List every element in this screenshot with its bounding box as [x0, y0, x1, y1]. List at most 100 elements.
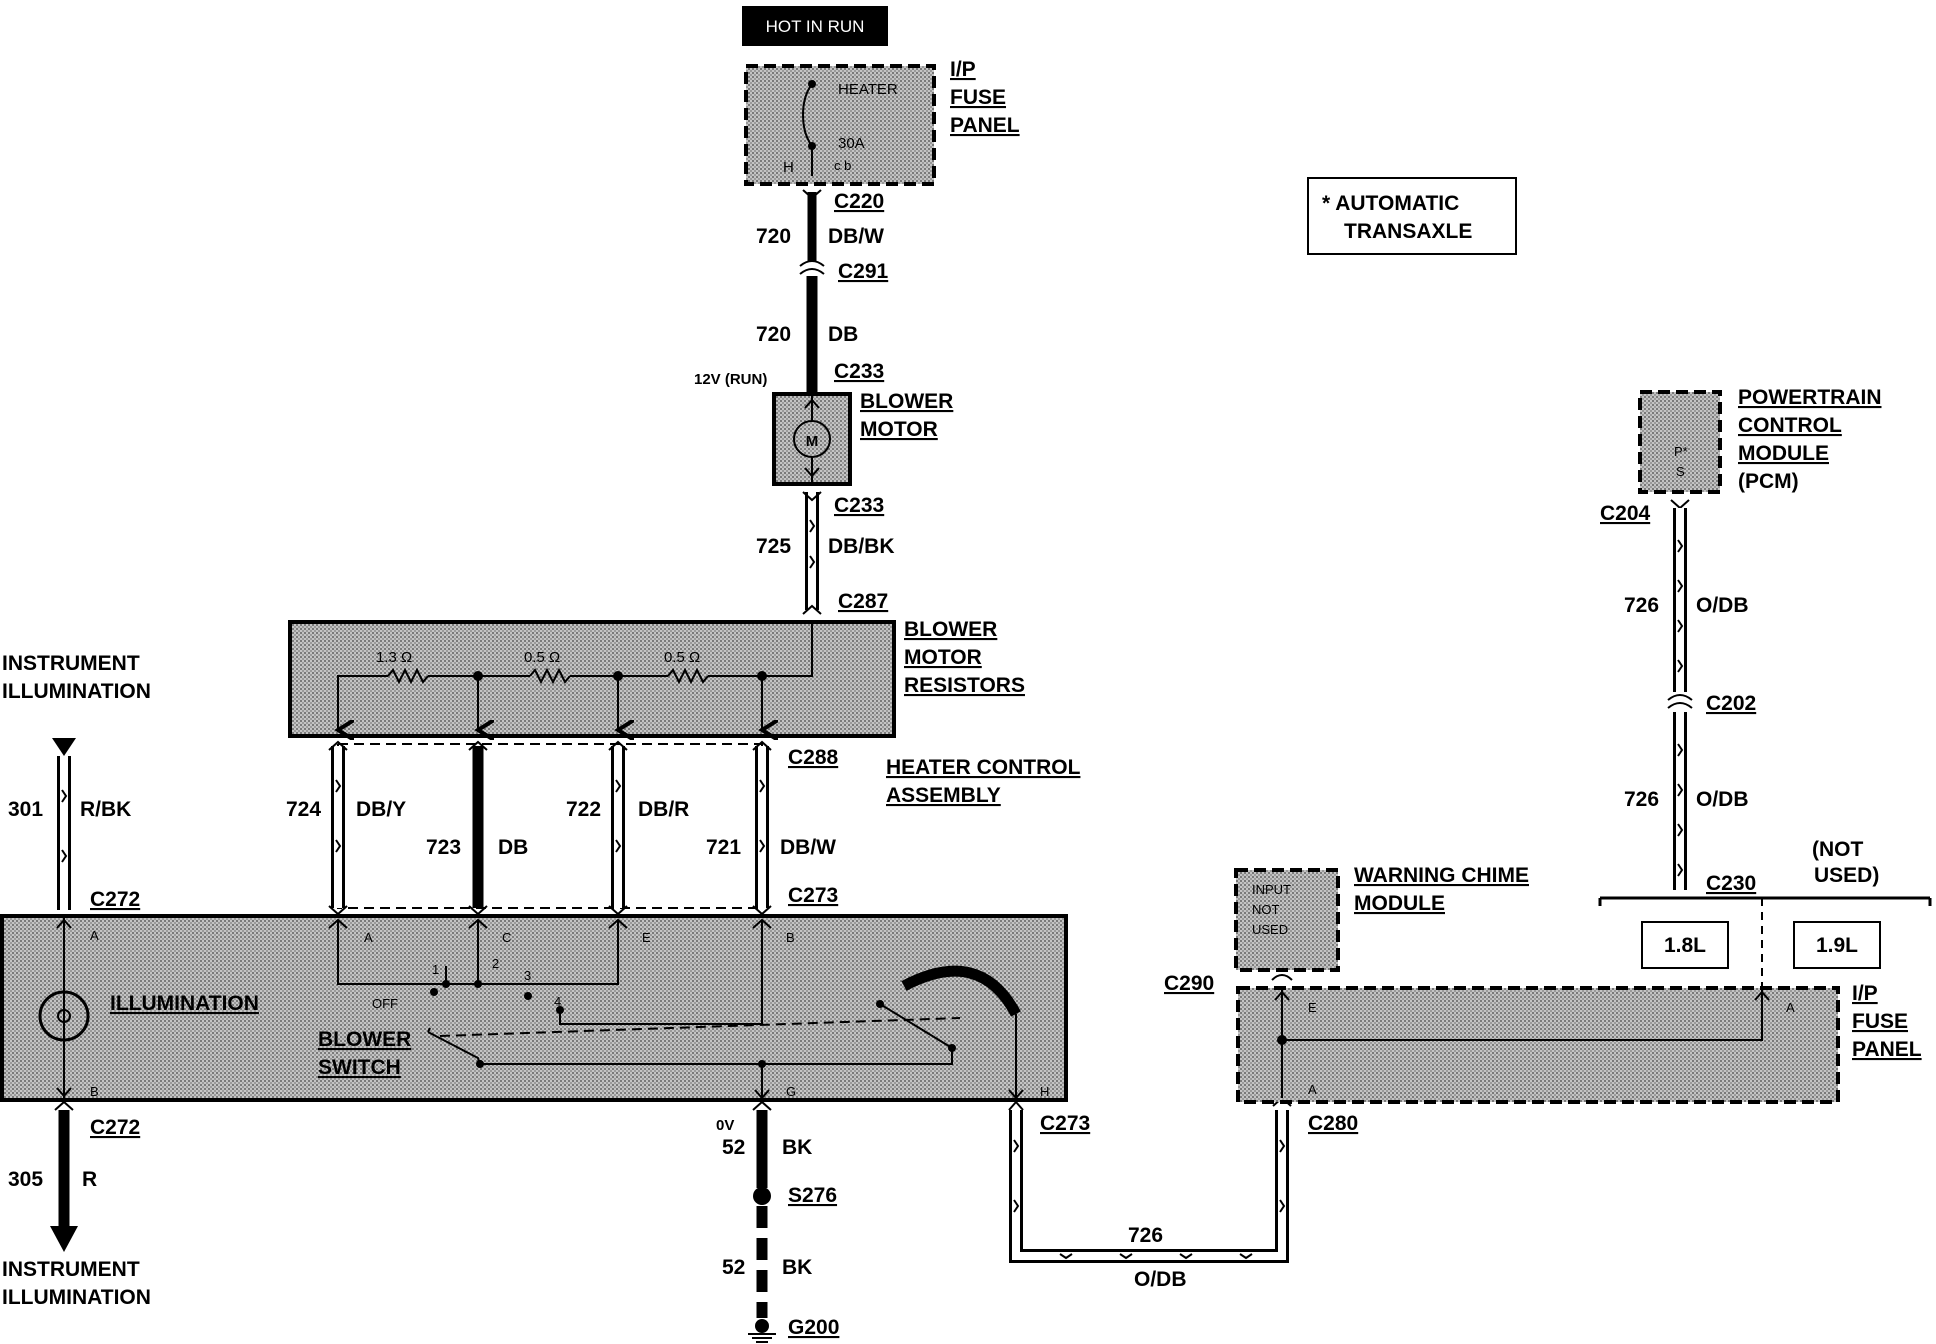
wire-301-r-bk: 301 R/BK C272 [8, 738, 140, 911]
svg-text:FUSE: FUSE [1852, 1010, 1908, 1033]
svg-text:TRANSAXLE: TRANSAXLE [1344, 220, 1472, 243]
svg-text:725: 725 [756, 535, 791, 558]
ip-fuse-panel-top: HEATER 30A H c b I/P FUSE PANEL [744, 58, 1020, 186]
wire-720-db-w: C220 720 DB/W C291 [756, 189, 889, 283]
svg-text:C287: C287 [838, 590, 888, 613]
svg-text:C202: C202 [1706, 692, 1756, 715]
wire-720-db: 720 DB 12V (RUN) C233 [694, 276, 884, 394]
svg-text:OFF: OFF [372, 996, 398, 1011]
svg-text:CONTROL: CONTROL [1738, 414, 1842, 437]
svg-text:BK: BK [782, 1256, 812, 1279]
svg-text:HEATER: HEATER [838, 81, 898, 98]
svg-text:INSTRUMENT: INSTRUMENT [2, 1258, 140, 1281]
instrument-illumination-top: INSTRUMENT ILLUMINATION [2, 652, 151, 703]
svg-text:722: 722 [566, 798, 601, 821]
svg-text:ILLUMINATION: ILLUMINATION [2, 680, 151, 703]
svg-text:NOT: NOT [1252, 902, 1280, 917]
svg-text:POWERTRAIN: POWERTRAIN [1738, 386, 1882, 409]
svg-text:MODULE: MODULE [1354, 892, 1445, 915]
svg-text:C291: C291 [838, 260, 889, 283]
svg-text:ILLUMINATION: ILLUMINATION [110, 992, 259, 1015]
svg-text:52: 52 [722, 1136, 745, 1159]
svg-text:R: R [82, 1168, 97, 1191]
blower-motor: M BLOWER MOTOR [772, 390, 953, 486]
svg-text:721: 721 [706, 836, 741, 859]
svg-text:H: H [1040, 1084, 1049, 1099]
svg-text:C280: C280 [1308, 1112, 1358, 1135]
svg-text:PANEL: PANEL [1852, 1038, 1922, 1061]
svg-text:WARNING CHIME: WARNING CHIME [1354, 864, 1529, 887]
warning-chime-module: INPUT NOT USED WARNING CHIME MODULE C290 [1164, 864, 1529, 995]
svg-text:M: M [806, 433, 819, 450]
svg-text:O/DB: O/DB [1134, 1268, 1187, 1291]
powertrain-control-module: P* S POWERTRAIN CONTROL MODULE (PCM) [1638, 386, 1882, 494]
svg-text:2: 2 [492, 956, 499, 971]
svg-text:MOTOR: MOTOR [860, 418, 938, 441]
wire-725-db-bk: C233 725 DB/BK C287 [756, 491, 895, 615]
splice-s276-ground-g200: S276 52 BK G200 [722, 1184, 839, 1343]
svg-text:MOTOR: MOTOR [904, 646, 982, 669]
svg-text:A: A [1308, 1082, 1317, 1097]
blower-motor-resistors: 1.3 Ω 0.5 Ω 0.5 Ω BLOWER MOTOR RESISTORS [288, 618, 1025, 736]
svg-text:1.8L: 1.8L [1664, 934, 1706, 957]
svg-text:ASSEMBLY: ASSEMBLY [886, 784, 1001, 807]
svg-text:ILLUMINATION: ILLUMINATION [2, 1286, 151, 1309]
wire-722-db-r: 722 DB/R [566, 746, 689, 908]
svg-text:C: C [502, 930, 511, 945]
svg-text:E: E [642, 930, 651, 945]
svg-text:301: 301 [8, 798, 43, 821]
svg-text:USED): USED) [1814, 864, 1879, 887]
svg-text:723: 723 [426, 836, 461, 859]
svg-text:R/BK: R/BK [80, 798, 131, 821]
svg-text:720: 720 [756, 323, 791, 346]
svg-text:O/DB: O/DB [1696, 788, 1749, 811]
svg-text:I/P: I/P [950, 58, 976, 81]
svg-text:726: 726 [1624, 594, 1659, 617]
svg-text:724: 724 [286, 798, 321, 821]
svg-text:G200: G200 [788, 1316, 839, 1339]
svg-text:A: A [364, 930, 373, 945]
svg-text:0.5 Ω: 0.5 Ω [664, 649, 700, 666]
svg-text:P*: P* [1674, 444, 1688, 459]
heater-control-box: A B ILLUMINATION A C E B 1 2 3 4 OFF [0, 914, 1068, 1102]
svg-text:C220: C220 [834, 190, 884, 213]
svg-text:PANEL: PANEL [950, 114, 1020, 137]
svg-text:A: A [1786, 1000, 1795, 1015]
svg-text:DB: DB [828, 323, 858, 346]
svg-text:B: B [786, 930, 795, 945]
wire-726-pcm: C204 726 O/DB C202 726 O/DB C230 [1600, 499, 1756, 895]
hot-in-run-tag: HOT IN RUN [742, 6, 888, 46]
svg-text:BLOWER: BLOWER [904, 618, 997, 641]
svg-text:C272: C272 [90, 888, 140, 911]
svg-text:0.5 Ω: 0.5 Ω [524, 649, 560, 666]
svg-text:C233: C233 [834, 360, 884, 383]
svg-text:* AUTOMATIC: * AUTOMATIC [1322, 192, 1459, 215]
svg-text:G: G [786, 1084, 796, 1099]
svg-text:C290: C290 [1164, 972, 1214, 995]
svg-text:O/DB: O/DB [1696, 594, 1749, 617]
svg-text:E: E [1308, 1000, 1317, 1015]
svg-text:1.9L: 1.9L [1816, 934, 1858, 957]
engine-variant-split: 1.8L 1.9L (NOT USED) [1598, 838, 1932, 988]
svg-text:C204: C204 [1600, 502, 1651, 525]
wire-724-db-y: 724 DB/Y [286, 746, 406, 908]
wire-726-bottom: C273 726 O/DB C280 [1008, 1096, 1358, 1291]
svg-text:720: 720 [756, 225, 791, 248]
wire-305-r: C272 305 R [8, 1100, 140, 1252]
svg-text:726: 726 [1624, 788, 1659, 811]
svg-text:C230: C230 [1706, 872, 1756, 895]
svg-text:1: 1 [432, 962, 439, 977]
svg-text:BLOWER: BLOWER [318, 1028, 411, 1051]
svg-text:A: A [90, 928, 99, 943]
svg-text:C273: C273 [1040, 1112, 1090, 1135]
svg-text:C272: C272 [90, 1116, 140, 1139]
svg-text:DB/Y: DB/Y [356, 798, 406, 821]
svg-text:BK: BK [782, 1136, 812, 1159]
svg-text:1.3 Ω: 1.3 Ω [376, 649, 412, 666]
wire-52-bk: 0V 52 BK [716, 1100, 812, 1188]
svg-text:S276: S276 [788, 1184, 837, 1207]
svg-text:c b: c b [834, 158, 851, 173]
svg-text:S: S [1676, 464, 1685, 479]
svg-text:I/P: I/P [1852, 982, 1878, 1005]
